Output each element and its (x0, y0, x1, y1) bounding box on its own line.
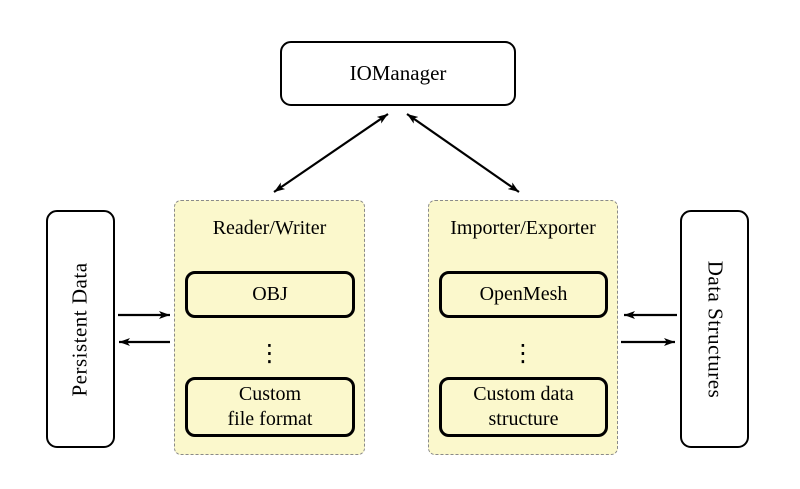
persistent-data-label: Persistent Data (68, 261, 92, 397)
importer-exporter-ellipsis: ⋮ (511, 339, 535, 367)
reader-writer-ellipsis: ⋮ (257, 339, 282, 367)
arrow-iomanager-importerexporter (406, 113, 520, 193)
persistent-data-node: Persistent Data (46, 210, 115, 448)
custom-file-format-node: Custom file format (185, 377, 355, 437)
reader-writer-group: Reader/Writer OBJ ⋮ Custom file format (174, 200, 365, 455)
importer-exporter-title: Importer/Exporter (450, 217, 596, 239)
openmesh-label: OpenMesh (479, 283, 568, 305)
obj-label: OBJ (252, 283, 288, 305)
arrow-iomanager-readerwriter (273, 113, 389, 193)
data-structures-node: Data Structures (680, 210, 749, 448)
iomanager-node: IOManager (280, 41, 516, 106)
iomanager-label: IOManager (349, 61, 447, 85)
openmesh-node: OpenMesh (439, 271, 608, 318)
importer-exporter-group: Importer/Exporter OpenMesh ⋮ Custom data… (428, 200, 618, 455)
obj-node: OBJ (185, 271, 355, 318)
reader-writer-title: Reader/Writer (212, 217, 327, 239)
custom-file-format-line2: file format (227, 408, 313, 430)
custom-data-structure-node: Custom data structure (439, 377, 608, 437)
custom-file-format-line1: Custom (238, 383, 302, 405)
custom-data-structure-line1: Custom data (473, 383, 574, 405)
custom-data-structure-line2: structure (488, 408, 559, 430)
data-structures-label: Data Structures (703, 260, 728, 398)
